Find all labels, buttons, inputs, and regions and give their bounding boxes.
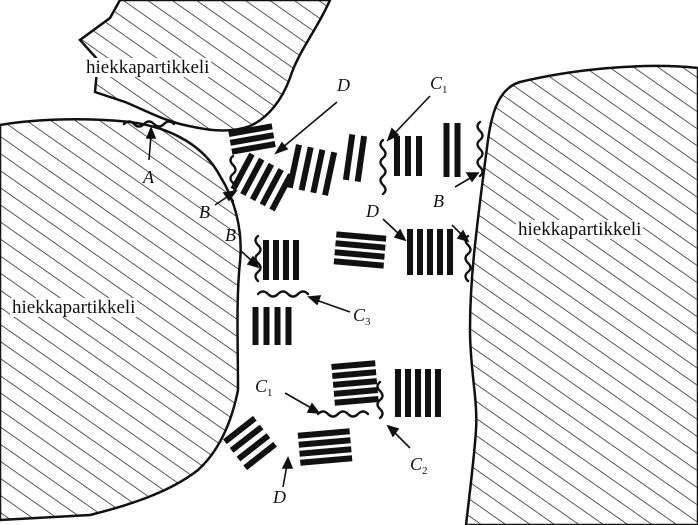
clay-platelet [313,150,322,193]
water-film-C1-top [381,140,386,194]
label-C3-letter: C [353,305,365,325]
clay-platelet [325,152,334,195]
clay-platelet [336,234,386,238]
clay-platelet [336,243,386,247]
clay-platelet [346,134,352,180]
water-film-B-right-lower [466,236,471,281]
label-C1-top: C1 [430,74,448,96]
arrow-C3 [309,296,350,312]
clay-platelet [300,458,352,463]
label-D-middle: D [366,202,379,220]
clay-platelet [290,145,299,188]
clay-platelet [335,252,385,256]
arrow-C2 [388,426,410,448]
clay-platelet [300,449,352,454]
water-film-C2 [378,382,383,418]
clay-platelets [225,123,458,468]
clay-platelet [332,372,376,376]
arrow-D-middle [383,219,405,240]
label-C1-top-sub: 1 [442,84,448,96]
water-film-B-left-lower [256,236,261,281]
water-film-C3 [258,292,308,297]
label-C1-bottom-sub: 1 [267,387,273,399]
arrow-D-bottom [283,458,292,487]
label-C3: C3 [353,306,371,328]
label-B-left-upper: B [199,203,210,221]
clay-platelet [334,261,384,265]
sand-particle-right [466,66,698,525]
water-film-B-right-upper [478,122,483,176]
label-C2: C2 [410,455,428,477]
label-C2-sub: 2 [422,465,428,477]
arrow-B-right-lower [452,225,468,241]
label-D-bottom: D [273,488,286,506]
label-A: A [143,168,154,186]
arrow-D-top [276,102,337,153]
sand-particle-right-label: hiekkapartikkeli [516,220,643,239]
label-C3-sub: 3 [365,316,371,328]
clay-platelet [302,147,311,190]
arrow-C1-bottom [285,393,319,413]
sand-particle-left [0,119,241,520]
arrow-C1-top [388,96,430,140]
clay-platelet [358,136,364,182]
label-C1-top-letter: C [430,73,442,93]
clay-platelet [230,135,273,143]
label-C2-letter: C [410,454,422,474]
sand-particle-top-label: hiekkapartikkeli [84,58,211,77]
clay-platelet [332,363,376,367]
clay-platelet [335,399,379,403]
clay-platelet [334,390,378,394]
label-B-right: B [433,192,444,210]
clay-platelet [298,431,350,436]
label-D-top: D [337,76,350,94]
sand-particle-left-label: hiekkapartikkeli [10,298,137,317]
label-C1-bottom: C1 [255,377,273,399]
clay-platelet [299,440,351,445]
label-B-left-lower: B [225,226,236,244]
label-C1-bottom-letter: C [255,376,267,396]
water-film-C1-bottom [318,412,368,417]
clay-platelet [333,381,377,385]
clay-platelet [232,144,275,152]
